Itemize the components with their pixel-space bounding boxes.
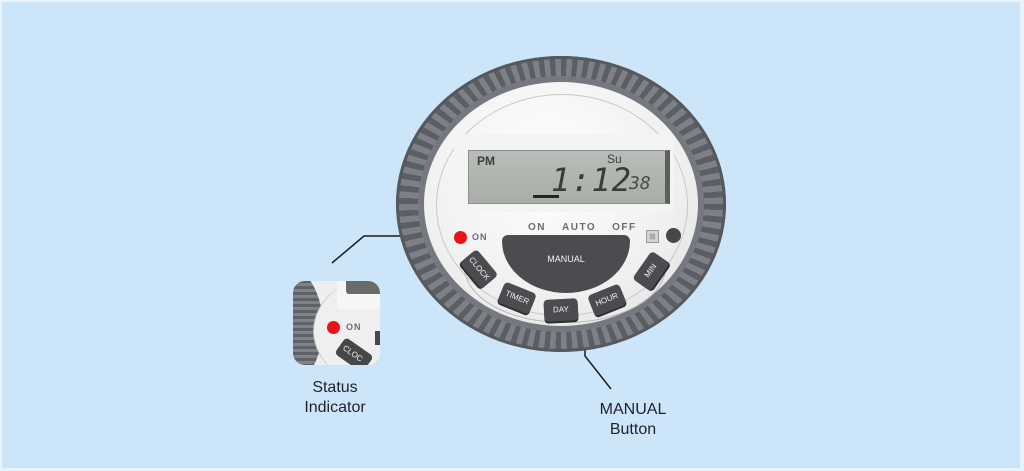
mode-labels: ON AUTO OFF [528,222,637,233]
mode-label-auto: AUTO [562,222,597,233]
mode-label-off: OFF [612,222,637,233]
inset-button-edge [375,331,380,345]
caption-manual-button: MANUAL Button [583,400,683,440]
digital-timer-device: PM Su 1:12 38 ON AUTO OFF ON ⊠ MANUAL CL… [396,56,726,352]
status-led-label: ON [472,232,488,242]
lcd-meridiem: PM [477,154,495,168]
lcd-time: 1:12 [551,161,633,199]
caption-line-2: Indicator [304,399,366,416]
lcd-day: Su [607,152,622,166]
caption-line-1: MANUAL [599,401,667,418]
lcd-display: PM Su 1:12 38 [468,150,670,204]
caption-line-1: Status [312,379,358,396]
mode-label-on: ON [528,222,546,233]
reset-button[interactable] [666,228,681,243]
status-led-icon [454,231,467,244]
inset-lcd [346,281,380,294]
inset-led-label: ON [346,322,362,332]
lcd-cursor [533,195,559,198]
status-indicator-inset: ON CLOC [293,281,380,365]
battery-icon: ⊠ [646,230,659,243]
lcd-seconds: 38 [629,173,651,194]
day-button[interactable]: DAY [543,298,579,322]
inset-led-icon [327,321,340,334]
caption-line-2: Button [609,421,657,438]
caption-status-indicator: Status Indicator [285,378,385,418]
